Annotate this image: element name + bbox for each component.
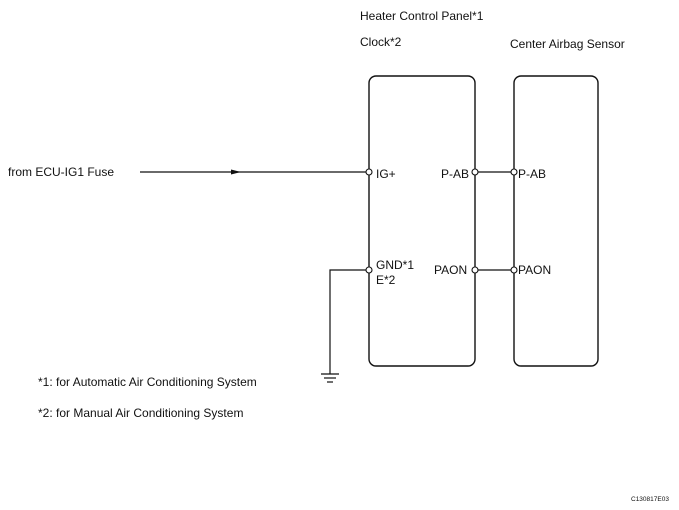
clock-title: Clock*2 [360, 35, 402, 49]
airbag-sensor-title: Center Airbag Sensor [510, 37, 625, 51]
figure-id: C130817E03 [631, 496, 669, 503]
heater-control-panel-box [368, 75, 476, 367]
pin-paon-left: PAON [434, 263, 467, 277]
pin-gnd: GND*1 [376, 258, 414, 272]
ground-wire [329, 269, 366, 374]
pin-p-ab-right: P-AB [518, 167, 546, 181]
ig-terminal [365, 168, 373, 176]
arrow-icon [231, 169, 241, 175]
p-ab-right-terminal [510, 168, 518, 176]
paon-left-terminal [471, 266, 479, 274]
source-label: from ECU-IG1 Fuse [8, 165, 114, 179]
footnote-1: *1: for Automatic Air Conditioning Syste… [38, 375, 257, 389]
pin-paon-right: PAON [518, 263, 551, 277]
paon-right-terminal [510, 266, 518, 274]
pin-p-ab-left: P-AB [441, 167, 469, 181]
pin-e: E*2 [376, 273, 396, 287]
gnd-terminal [365, 266, 373, 274]
pin-ig-plus: IG+ [376, 167, 396, 181]
p-ab-left-terminal [471, 168, 479, 176]
center-airbag-sensor-box [513, 75, 599, 367]
heater-panel-title: Heater Control Panel*1 [360, 9, 484, 23]
footnote-2: *2: for Manual Air Conditioning System [38, 406, 243, 420]
